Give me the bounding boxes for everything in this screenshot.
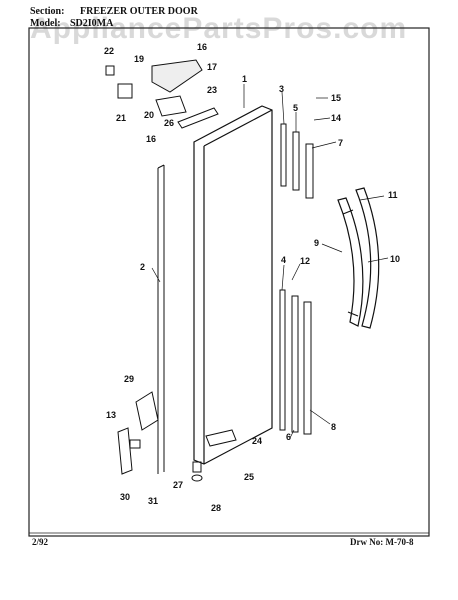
callout-15: 15 — [331, 93, 341, 103]
leader-lines — [151, 84, 389, 439]
callout-7: 7 — [338, 138, 343, 148]
model-label: Model: — [30, 18, 61, 29]
door-handle — [337, 187, 380, 329]
lower-trim-strip — [279, 289, 312, 435]
section-title: FREEZER OUTER DOOR — [80, 6, 198, 17]
upper-trim-strip — [280, 123, 314, 199]
bottom-hinge — [191, 429, 237, 482]
callout-25: 25 — [244, 472, 254, 482]
model-value: SD2I0MA — [70, 18, 114, 29]
callout-21: 21 — [116, 113, 126, 123]
callout-26: 26 — [164, 118, 174, 128]
callout-14: 14 — [331, 113, 341, 123]
callout-3: 3 — [279, 84, 284, 94]
door-gasket — [157, 164, 165, 474]
callout-31: 31 — [148, 496, 158, 506]
callout-8: 8 — [331, 422, 336, 432]
callout-5: 5 — [293, 103, 298, 113]
top-hinge — [105, 59, 219, 129]
bottom-bracket — [117, 391, 159, 475]
callout-1: 1 — [242, 74, 247, 84]
callout-28: 28 — [211, 503, 221, 513]
footer-drawing-number: Drw No: M-70-8 — [350, 537, 414, 547]
callout-6: 6 — [286, 432, 291, 442]
section-label: Section: — [30, 6, 65, 17]
callout-19: 19 — [134, 54, 144, 64]
callout-23: 23 — [207, 85, 217, 95]
callout-20: 20 — [144, 110, 154, 120]
callout-4: 4 — [281, 255, 286, 265]
callout-17: 17 — [207, 62, 217, 72]
callout-13: 13 — [106, 410, 116, 420]
callout-30: 30 — [120, 492, 130, 502]
footer-date: 2/92 — [32, 537, 49, 547]
callout-12: 12 — [300, 256, 310, 266]
callout-29: 29 — [124, 374, 134, 384]
callout-16-top: 16 — [197, 42, 207, 52]
callout-27: 27 — [173, 480, 183, 490]
callout-22: 22 — [104, 46, 114, 56]
callout-11: 11 — [388, 190, 398, 200]
callout-16-lower: 16 — [146, 134, 156, 144]
callout-9: 9 — [314, 238, 319, 248]
diagram-border — [28, 27, 430, 537]
callout-2: 2 — [140, 262, 145, 272]
callout-24: 24 — [252, 436, 262, 446]
callout-10: 10 — [390, 254, 400, 264]
door-panel — [193, 105, 273, 465]
